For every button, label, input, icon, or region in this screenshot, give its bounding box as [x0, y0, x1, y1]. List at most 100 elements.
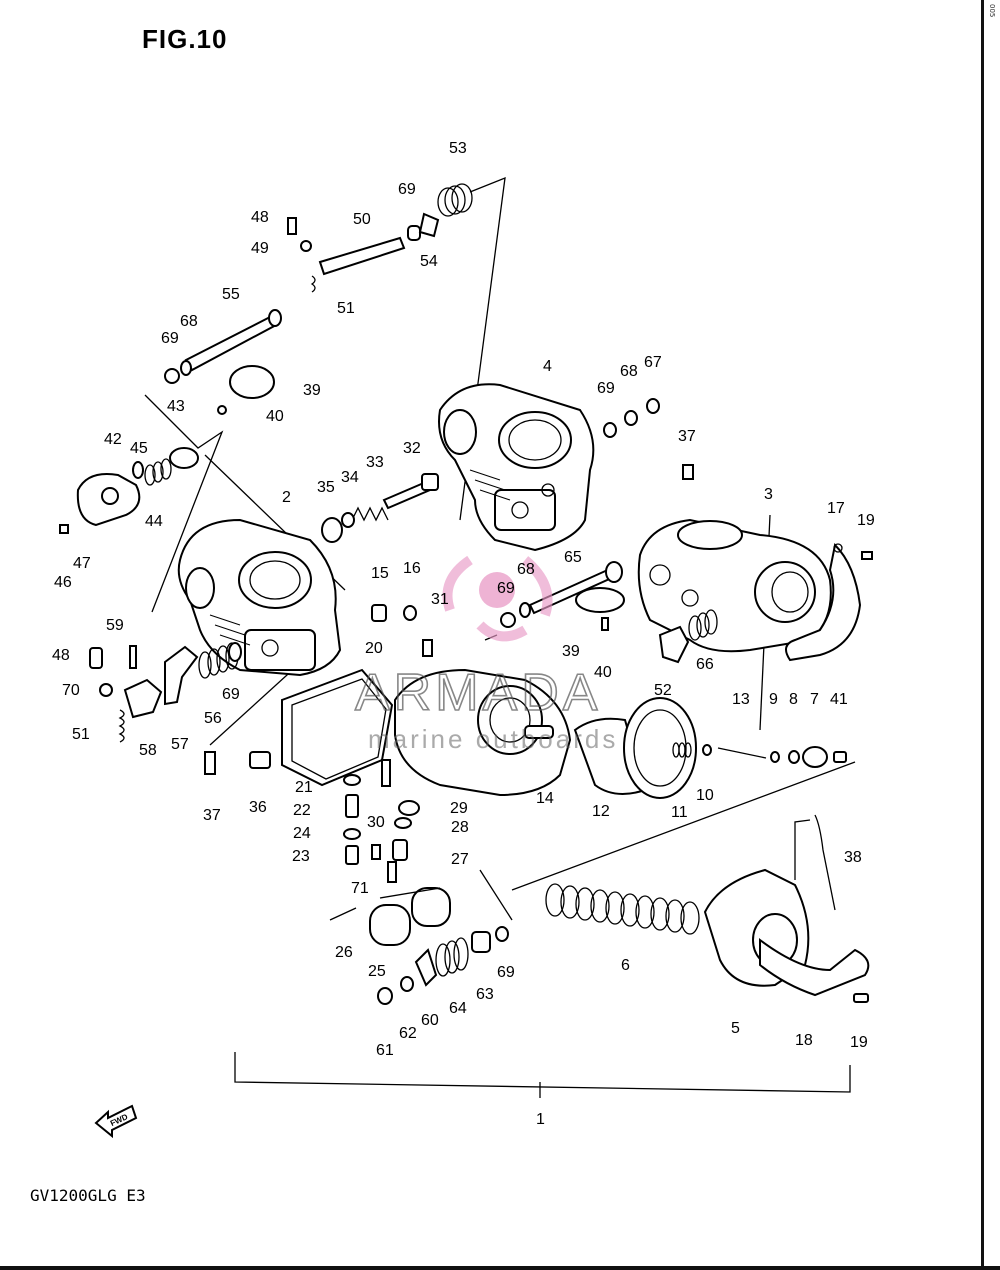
callout-label: 64	[449, 1000, 467, 1017]
jets-21-30	[343, 759, 420, 883]
callout-label: 61	[376, 1042, 394, 1059]
callout-label: 25	[368, 963, 386, 980]
needle-32-35	[321, 473, 439, 543]
callout-label: 44	[145, 513, 163, 530]
spring-53	[437, 183, 473, 217]
callout-label: 51	[337, 300, 355, 317]
callout-label: 20	[365, 640, 383, 657]
callout-label: 66	[696, 656, 714, 673]
callout-label: 70	[62, 682, 80, 699]
callout-label: 31	[431, 591, 449, 608]
fittings-15-31	[371, 604, 433, 657]
callout-label: 37	[203, 807, 221, 824]
callout-label: 22	[293, 802, 311, 819]
callout-label: 2	[282, 489, 291, 506]
callout-label: 52	[654, 682, 672, 699]
callout-label: 16	[403, 560, 421, 577]
callout-label: 69	[597, 380, 615, 397]
callout-label: 54	[420, 253, 438, 270]
callout-label: 50	[353, 211, 371, 228]
figure-title: FIG.10	[142, 24, 228, 54]
callout-label: 29	[450, 800, 468, 817]
callout-label: 49	[251, 240, 269, 257]
callout-label: 12	[592, 803, 610, 820]
callout-label: 43	[167, 398, 185, 415]
callout-label: 69	[161, 330, 179, 347]
callout-label: 28	[451, 819, 469, 836]
callout-label: 58	[139, 742, 157, 759]
callout-label: 68	[620, 363, 638, 380]
callout-label: 62	[399, 1025, 417, 1042]
fwd-arrow-icon	[94, 1104, 138, 1139]
callout-label: 9	[769, 691, 778, 708]
choke-assembly	[59, 447, 199, 534]
callout-label: 39	[562, 643, 580, 660]
cover-plate-17	[785, 542, 873, 662]
part-shapes	[59, 183, 873, 1139]
callout-label: 68	[180, 313, 198, 330]
callout-label: 59	[106, 617, 124, 634]
callout-label: 4	[543, 358, 552, 375]
callout-labels: 53 69 48 50 49 54 51 55 68 69 39 40 43 4…	[52, 140, 875, 1128]
callout-label: 24	[293, 825, 311, 842]
float-25	[329, 887, 451, 946]
callout-label: 56	[204, 710, 222, 727]
carburetor-body-2	[177, 518, 342, 677]
callout-label: 71	[351, 880, 369, 897]
callout-label: 65	[564, 549, 582, 566]
watermark-tagline: marine outboards	[368, 724, 618, 754]
model-code: GV1200GLG E3	[30, 1186, 146, 1205]
callout-label: 13	[732, 691, 750, 708]
watermark-brand: ARMADA	[355, 664, 601, 722]
linkage-left	[89, 642, 242, 743]
callout-label: 68	[517, 561, 535, 578]
callout-label: 41	[830, 691, 848, 708]
callout-label: 5	[731, 1020, 740, 1037]
callout-label: 38	[844, 849, 862, 866]
callout-label: 42	[104, 431, 122, 448]
callout-label: 34	[341, 469, 359, 486]
callout-label: 1	[536, 1111, 545, 1128]
callout-label: 14	[536, 790, 554, 807]
callout-label: 21	[295, 779, 313, 796]
callout-label: 6	[621, 957, 630, 974]
watermark-logo-icon	[442, 555, 553, 642]
callout-label: 40	[266, 408, 284, 425]
carburetor-body-4	[438, 383, 595, 552]
callout-label: 32	[403, 440, 421, 457]
callout-label: 69	[497, 964, 515, 981]
callout-label: 45	[130, 440, 148, 457]
callout-label: 57	[171, 736, 189, 753]
spring-6	[545, 883, 700, 935]
washers-67-69	[603, 398, 660, 438]
callout-label: 35	[317, 479, 335, 496]
callout-label: 15	[371, 565, 389, 582]
shaft-50	[287, 212, 440, 293]
callout-label: 23	[292, 848, 310, 865]
callout-label: 48	[52, 647, 70, 664]
callout-label: 8	[789, 691, 798, 708]
callout-label: 17	[827, 500, 845, 517]
shaft-55	[164, 309, 282, 384]
callout-label: 27	[451, 851, 469, 868]
callout-label: 63	[476, 986, 494, 1003]
callout-label: 10	[696, 787, 714, 804]
callout-label: 26	[335, 944, 353, 961]
callout-label: 37	[678, 428, 696, 445]
callout-label: 18	[795, 1032, 813, 1049]
callout-label: 30	[367, 814, 385, 831]
float-bowl-20	[204, 668, 394, 787]
callout-label: 69	[222, 686, 240, 703]
callout-label: 3	[764, 486, 773, 503]
callout-label: 33	[366, 454, 384, 471]
callout-label: 60	[421, 1012, 439, 1029]
carburetor-body-3	[637, 464, 832, 664]
callout-label: 7	[810, 691, 819, 708]
callout-label: 40	[594, 664, 612, 681]
diaphragm-group	[573, 697, 847, 799]
callout-label: 53	[449, 140, 467, 157]
callout-label: 46	[54, 574, 72, 591]
bottom-parts-60-64	[377, 926, 509, 1005]
